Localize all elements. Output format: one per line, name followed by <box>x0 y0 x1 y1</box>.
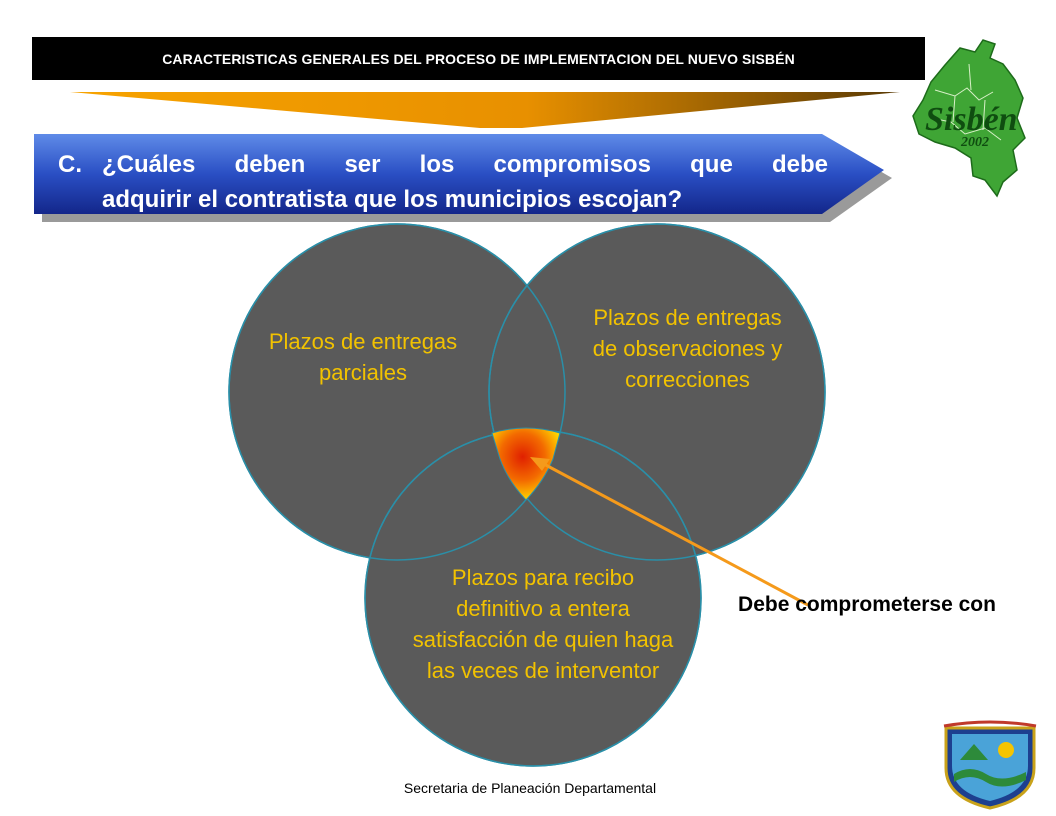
sisben-logo-year: 2002 <box>960 135 989 150</box>
department-shield-icon <box>943 720 1037 810</box>
question-line-2: adquirir el contratista que los municipi… <box>102 186 683 213</box>
question-line-1: ¿Cuáles deben ser los compromisos que de… <box>102 151 828 178</box>
venn-intersection <box>491 427 561 501</box>
callout-arrow-line <box>541 461 809 607</box>
callout-arrow-head <box>530 457 550 471</box>
circle-left-label: Plazos de entregas parciales <box>268 329 458 385</box>
sisben-logo-text: Sisbén <box>925 101 1018 138</box>
sisben-logo: Sisbén 2002 <box>912 39 1026 198</box>
venn-diagram <box>228 223 826 767</box>
footer-text: Secretaria de Planeación Departamental <box>403 780 657 796</box>
circle-bottom-label: Plazos para recibo definitivo a entera s… <box>412 565 674 683</box>
question-text: C. ¿Cuáles deben ser los compromisos que… <box>58 147 828 217</box>
question-letter: C. <box>58 151 82 178</box>
header-decoration <box>70 92 900 128</box>
page-title: CARACTERISTICAS GENERALES DEL PROCESO DE… <box>32 37 925 80</box>
circle-right-label: Plazos de entregas de observaciones y co… <box>592 305 783 392</box>
question-banner <box>34 134 892 222</box>
callout-label: Debe comprometerse con <box>738 593 996 616</box>
